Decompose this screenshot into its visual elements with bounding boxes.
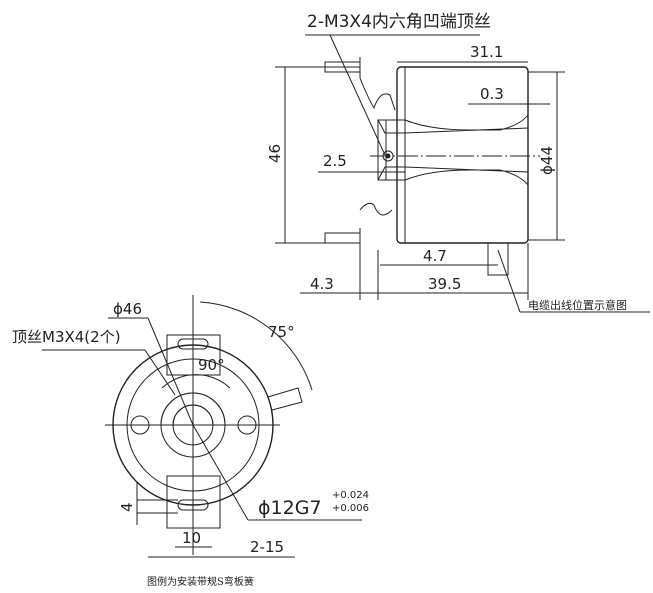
cable-outlet [487,242,509,276]
dim-spring: 4.3 [310,275,334,293]
screw-note-front: 顶丝M3X4(2个) [12,328,121,346]
dim-flange: 2.5 [323,152,347,170]
mount-hole-left [130,415,150,435]
front-view: ϕ46 顶丝M3X4(2个) 75° 90° ϕ12G7 +0.024 +0.0… [12,295,369,558]
cable [267,387,303,411]
shaft-lower-section [377,166,529,187]
dim-slot-width: 10 [182,529,201,547]
dim-length: 31.1 [470,43,503,61]
dim-offset: 4.7 [423,247,447,265]
cable-note: 电缆出线位置示意图 [528,298,627,312]
side-view: 2-M3X4内六角凹端顶丝 电缆出线位置示意图 31.1 0.3 46 2.5 … [266,12,650,313]
top-slot [177,338,209,350]
screw-note: 2-M3X4内六角凹端顶丝 [307,12,491,32]
upper-spring [359,57,396,111]
tol-upper: +0.024 [332,490,369,501]
dim-diameter: ϕ44 [538,146,556,175]
slip-ring-body [396,66,529,244]
caption: 图例为安装带规S弯板簧 [147,575,254,588]
lower-screw [324,232,361,244]
flange [377,119,387,181]
tol-lower: +0.006 [332,503,369,514]
angle-cable: 75° [268,323,295,341]
angle-screws: 90° [198,356,225,374]
bottom-tab [166,475,221,529]
dim-slot-count: 2-15 [250,538,284,556]
dim-slot-height: 4 [118,502,136,512]
shaft-upper-section [377,113,529,134]
dim-height: 46 [266,144,284,163]
mount-hole-right [237,415,257,435]
dim-gap: 0.3 [480,85,504,103]
bore-spec: ϕ12G7 [258,497,322,519]
lower-spring [359,202,393,250]
dim-outer: ϕ46 [113,300,142,318]
bottom-slot [177,499,209,511]
dim-total: 39.5 [428,275,461,293]
